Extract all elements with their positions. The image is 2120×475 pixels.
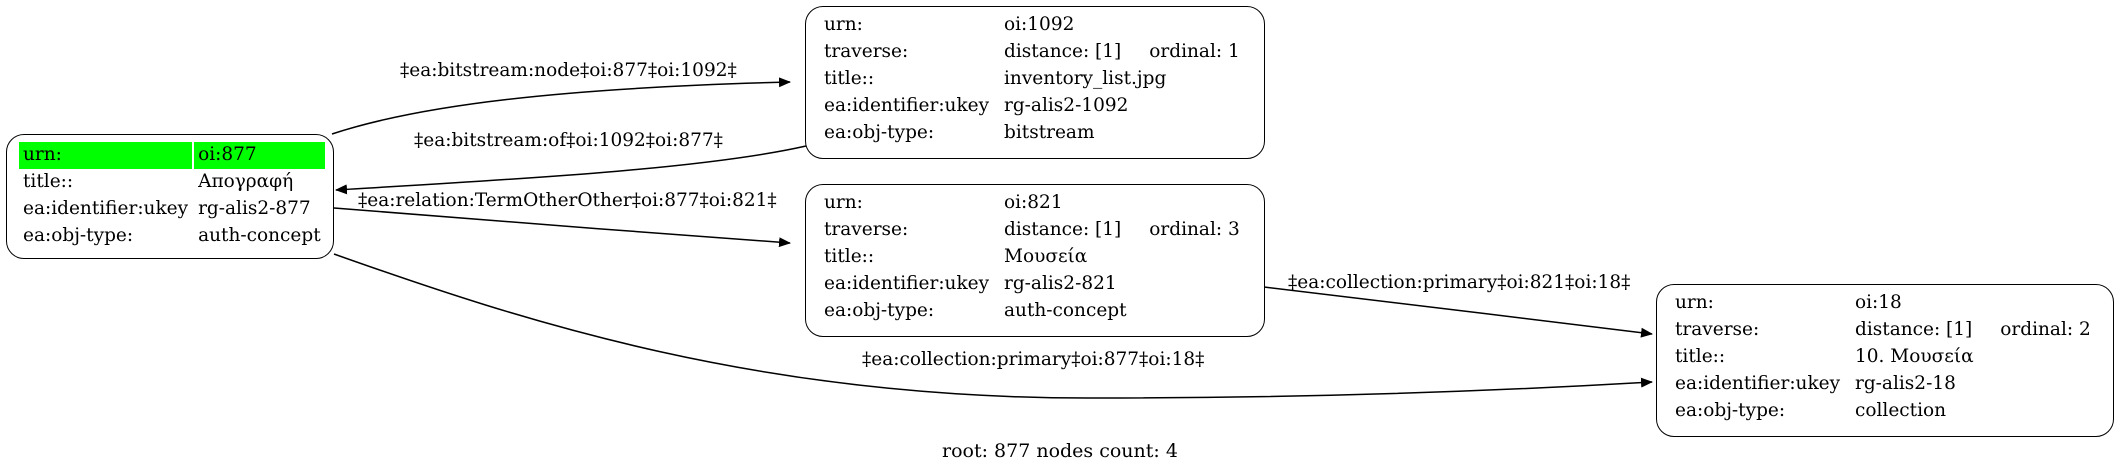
row-value: distance: [1] bbox=[1855, 319, 1973, 340]
row-value: distance: [1] bbox=[1004, 219, 1122, 240]
row-key: ea:identifier:ukey bbox=[1675, 373, 1841, 394]
row-value: inventory_list.jpg bbox=[1004, 68, 1167, 89]
node-821-row-ukey: ea:identifier:ukey rg-alis2-821 bbox=[820, 271, 1244, 298]
row-key: ea:obj-type: bbox=[23, 225, 134, 246]
row-key: title:: bbox=[23, 171, 74, 192]
row-value: rg-alis2-821 bbox=[1004, 273, 1117, 294]
row-value: Απογραφή bbox=[198, 171, 294, 192]
edge-label-877-821: ‡ea:relation:TermOtherOther‡oi:877‡oi:82… bbox=[358, 190, 777, 211]
node-877-row-urn: urn: oi:877 bbox=[19, 142, 325, 169]
row-value: oi:821 bbox=[1004, 192, 1063, 213]
node-18-row-urn: urn: oi:18 bbox=[1671, 290, 2095, 317]
edge-label-821-18: ‡ea:collection:primary‡oi:821‡oi:18‡ bbox=[1288, 272, 1631, 293]
edge-877-to-18 bbox=[333, 253, 1653, 399]
node-821-table: urn: oi:821 traverse: distance: [1] ordi… bbox=[818, 190, 1246, 325]
node-18-row-traverse: traverse: distance: [1] ordinal: 2 bbox=[1671, 317, 2095, 344]
row-value: rg-alis2-18 bbox=[1855, 373, 1956, 394]
node-877-row-title: title:: Απογραφή bbox=[19, 169, 325, 196]
row-value: Μουσεία bbox=[1004, 246, 1088, 267]
row-value: 10. Μουσεία bbox=[1855, 346, 1974, 367]
row-key: urn: bbox=[19, 142, 193, 169]
node-1092-row-ukey: ea:identifier:ukey rg-alis2-1092 bbox=[820, 93, 1244, 120]
node-1092-row-urn: urn: oi:1092 bbox=[820, 12, 1244, 39]
row-key: ea:obj-type: bbox=[1675, 400, 1786, 421]
row-ordinal: ordinal: 1 bbox=[1149, 41, 1240, 62]
row-key: urn: bbox=[824, 192, 863, 213]
edge-label-877-1092: ‡ea:bitstream:node‡oi:877‡oi:1092‡ bbox=[400, 60, 737, 81]
node-18-row-title: title:: 10. Μουσεία bbox=[1671, 344, 2095, 371]
node-1092-row-title: title:: inventory_list.jpg bbox=[820, 66, 1244, 93]
node-877[interactable]: urn: oi:877 title:: Απογραφή ea:identifi… bbox=[6, 134, 334, 259]
row-key: title:: bbox=[824, 68, 875, 89]
node-1092[interactable]: urn: oi:1092 traverse: distance: [1] ord… bbox=[805, 6, 1265, 159]
edge-label-877-18: ‡ea:collection:primary‡oi:877‡oi:18‡ bbox=[862, 349, 1205, 370]
node-1092-row-traverse: traverse: distance: [1] ordinal: 1 bbox=[820, 39, 1244, 66]
row-key: ea:obj-type: bbox=[824, 122, 935, 143]
row-value: auth-concept bbox=[198, 225, 321, 246]
row-ordinal: ordinal: 2 bbox=[2000, 319, 2091, 340]
node-18-table: urn: oi:18 traverse: distance: [1] ordin… bbox=[1669, 290, 2097, 425]
edge-1092-to-877 bbox=[335, 145, 807, 195]
node-877-row-ukey: ea:identifier:ukey rg-alis2-877 bbox=[19, 196, 325, 223]
node-821-row-traverse: traverse: distance: [1] ordinal: 3 bbox=[820, 217, 1244, 244]
edge-821-to-18 bbox=[1263, 286, 1653, 338]
row-key: urn: bbox=[824, 14, 863, 35]
row-value: rg-alis2-1092 bbox=[1004, 95, 1129, 116]
edge-label-1092-877: ‡ea:bitstream:of‡oi:1092‡oi:877‡ bbox=[414, 130, 723, 151]
row-value: oi:18 bbox=[1855, 292, 1902, 313]
row-key: title:: bbox=[1675, 346, 1726, 367]
row-key: ea:identifier:ukey bbox=[824, 95, 990, 116]
row-value: rg-alis2-877 bbox=[198, 198, 311, 219]
edge-877-to-821 bbox=[333, 207, 791, 248]
row-key: urn: bbox=[1675, 292, 1714, 313]
node-821[interactable]: urn: oi:821 traverse: distance: [1] ordi… bbox=[805, 184, 1265, 337]
row-key: traverse: bbox=[1675, 319, 1760, 340]
row-key: ea:identifier:ukey bbox=[824, 273, 990, 294]
node-18-row-objtype: ea:obj-type: collection bbox=[1671, 398, 2095, 425]
row-value: bitstream bbox=[1004, 122, 1095, 143]
row-ordinal: ordinal: 3 bbox=[1149, 219, 1240, 240]
node-821-row-urn: urn: oi:821 bbox=[820, 190, 1244, 217]
row-key: ea:obj-type: bbox=[824, 300, 935, 321]
node-18[interactable]: urn: oi:18 traverse: distance: [1] ordin… bbox=[1656, 284, 2114, 437]
row-key: traverse: bbox=[824, 219, 909, 240]
node-1092-row-objtype: ea:obj-type: bitstream bbox=[820, 120, 1244, 147]
row-key: traverse: bbox=[824, 41, 909, 62]
row-value: oi:877 bbox=[194, 142, 325, 169]
node-821-row-objtype: ea:obj-type: auth-concept bbox=[820, 298, 1244, 325]
node-18-row-ukey: ea:identifier:ukey rg-alis2-18 bbox=[1671, 371, 2095, 398]
row-key: title:: bbox=[824, 246, 875, 267]
row-value: collection bbox=[1855, 400, 1947, 421]
node-1092-table: urn: oi:1092 traverse: distance: [1] ord… bbox=[818, 12, 1246, 147]
row-value: distance: [1] bbox=[1004, 41, 1122, 62]
row-key: ea:identifier:ukey bbox=[23, 198, 189, 219]
row-value: auth-concept bbox=[1004, 300, 1127, 321]
node-821-row-title: title:: Μουσεία bbox=[820, 244, 1244, 271]
row-value: oi:1092 bbox=[1004, 14, 1075, 35]
edge-877-to-1092 bbox=[331, 77, 791, 135]
graph-footer: root: 877 nodes count: 4 bbox=[942, 440, 1178, 462]
node-877-row-objtype: ea:obj-type: auth-concept bbox=[19, 223, 325, 250]
node-877-table: urn: oi:877 title:: Απογραφή ea:identifi… bbox=[17, 142, 327, 250]
